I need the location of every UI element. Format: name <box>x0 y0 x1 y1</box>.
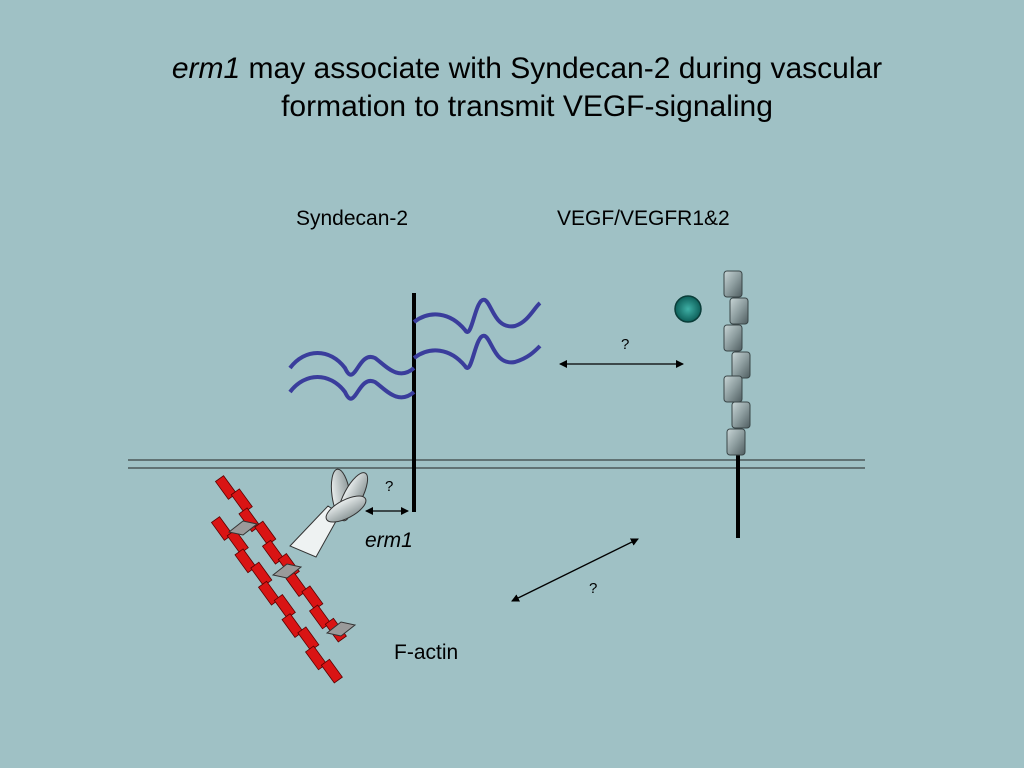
question-mark-syndecan-vegf: ? <box>621 336 630 353</box>
actin-crosslinker <box>325 621 357 637</box>
actin-monomer <box>230 488 253 514</box>
receptor-domain <box>731 351 751 379</box>
title-line1-text: may associate with Syndecan-2 during vas… <box>240 52 883 85</box>
actin-monomer <box>297 626 320 652</box>
f-actin-filament-lower <box>210 516 343 684</box>
vegf-vegfr-label: VEGF/VEGFR1&2 <box>557 207 730 230</box>
actin-monomer <box>250 561 273 587</box>
f-actin-filament-upper <box>214 475 347 643</box>
f-actin-filaments <box>210 475 357 684</box>
receptor-domain <box>726 428 746 456</box>
receptor-domain <box>723 375 743 403</box>
question-mark-erm1-syndecan: ? <box>385 478 394 495</box>
f-actin-label: F-actin <box>394 641 459 664</box>
erm1-ferm-lobe <box>325 495 367 523</box>
receptor-domain <box>731 401 751 429</box>
slide-title-line1: erm1 may associate with Syndecan-2 durin… <box>62 50 992 88</box>
heparan-sulfate-chain-left-1 <box>288 351 416 377</box>
erm1-protein <box>289 468 369 558</box>
heparan-sulfate-chain-left-2 <box>288 375 416 401</box>
actin-monomer <box>254 520 277 546</box>
actin-crosslinker <box>271 563 303 579</box>
question-mark-erm1-vegf: ? <box>589 580 598 597</box>
heparan-sulfate-chain-right-1 <box>412 298 542 334</box>
actin-monomer <box>273 594 296 619</box>
syndecan-2-protein <box>288 293 542 512</box>
actin-monomer <box>320 658 343 684</box>
receptor-domain <box>723 324 743 352</box>
erm1-label: erm1 <box>365 529 413 552</box>
heparan-sulfate-chain-right-2 <box>412 334 542 370</box>
slide-title-line2: formation to transmit VEGF-signaling <box>281 90 773 123</box>
arrow-erm1-vegfr <box>511 538 639 602</box>
syndecan-2-label: Syndecan-2 <box>296 207 409 230</box>
receptor-domain <box>729 297 749 325</box>
actin-crosslinker <box>227 520 259 536</box>
vegf-receptor <box>723 270 751 538</box>
title-gene-name: erm1 <box>171 52 241 85</box>
vegf-ligand <box>674 295 702 323</box>
cell-membrane <box>128 459 865 469</box>
receptor-domain <box>723 270 743 298</box>
actin-monomer <box>301 585 324 611</box>
